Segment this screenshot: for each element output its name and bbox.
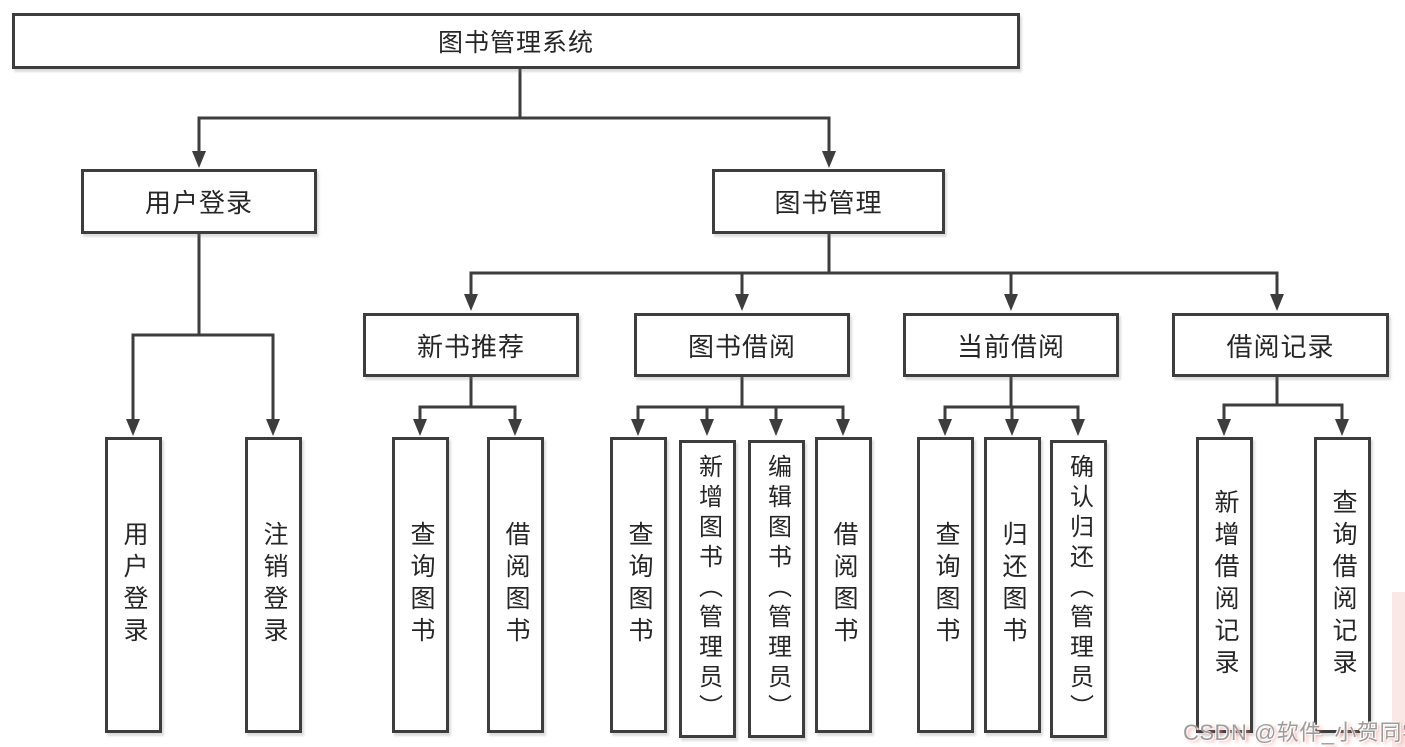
leaf-borrowing-borrow-book: 借阅图书 (815, 437, 872, 733)
leaf-current-query-book: 查询图书 (917, 437, 974, 733)
leaf-records-query-record: 查询借阅记录 (1314, 437, 1371, 733)
leaf-user-login: 用户登录 (105, 437, 162, 733)
node-new-book-recommend: 新书推荐 (363, 313, 579, 377)
leaf-borrowing-edit-book-admin: 编辑图书（管理员） (748, 440, 805, 738)
leaf-records-query-record-label: 查询借阅记录 (1329, 489, 1357, 681)
leaf-user-login-label: 用户登录 (120, 521, 148, 649)
leaf-current-confirm-return-admin-label: 确认归还（管理员） (1065, 454, 1093, 724)
leaf-borrowing-query-book-label: 查询图书 (625, 521, 653, 649)
leaf-recommend-borrow-book: 借阅图书 (487, 437, 544, 733)
leaf-current-return-book-label: 归还图书 (999, 521, 1027, 649)
leaf-logout-label: 注销登录 (260, 521, 288, 649)
node-current-borrowing: 当前借阅 (903, 313, 1119, 377)
node-book-management-label: 图书管理 (774, 188, 883, 218)
node-user-login: 用户登录 (81, 169, 317, 234)
leaf-borrowing-edit-book-admin-label: 编辑图书（管理员） (763, 454, 791, 724)
leaf-current-confirm-return-admin: 确认归还（管理员） (1050, 440, 1107, 738)
leaf-logout: 注销登录 (245, 437, 302, 733)
node-current-borrowing-label: 当前借阅 (956, 331, 1065, 362)
leaf-current-return-book: 归还图书 (984, 437, 1041, 733)
node-new-book-recommend-label: 新书推荐 (416, 331, 525, 362)
node-borrowing-records-label: 借阅记录 (1226, 331, 1335, 362)
node-user-login-label: 用户登录 (144, 188, 253, 218)
node-book-borrowing: 图书借阅 (634, 313, 850, 377)
leaf-recommend-query-book: 查询图书 (392, 437, 449, 733)
node-root-label: 图书管理系统 (437, 29, 594, 57)
node-book-management: 图书管理 (712, 169, 945, 234)
leaf-borrowing-add-book-admin: 新增图书（管理员） (679, 440, 736, 738)
leaf-current-query-book-label: 查询图书 (932, 521, 960, 649)
csdn-watermark: CSDN @软件_小贺同学 (1183, 720, 1405, 745)
leaf-records-add-record-label: 新增借阅记录 (1211, 489, 1239, 681)
node-root: 图书管理系统 (12, 13, 1020, 69)
leaf-recommend-borrow-book-label: 借阅图书 (502, 521, 530, 649)
leaf-recommend-query-book-label: 查询图书 (407, 521, 435, 649)
leaf-records-add-record: 新增借阅记录 (1196, 437, 1253, 733)
leaf-borrowing-add-book-admin-label: 新增图书（管理员） (694, 454, 722, 724)
leaf-borrowing-query-book: 查询图书 (610, 437, 667, 733)
leaf-borrowing-borrow-book-label: 借阅图书 (830, 521, 858, 649)
node-book-borrowing-label: 图书借阅 (687, 331, 796, 362)
node-borrowing-records: 借阅记录 (1172, 313, 1389, 377)
edge-pink-strip (1392, 592, 1405, 747)
